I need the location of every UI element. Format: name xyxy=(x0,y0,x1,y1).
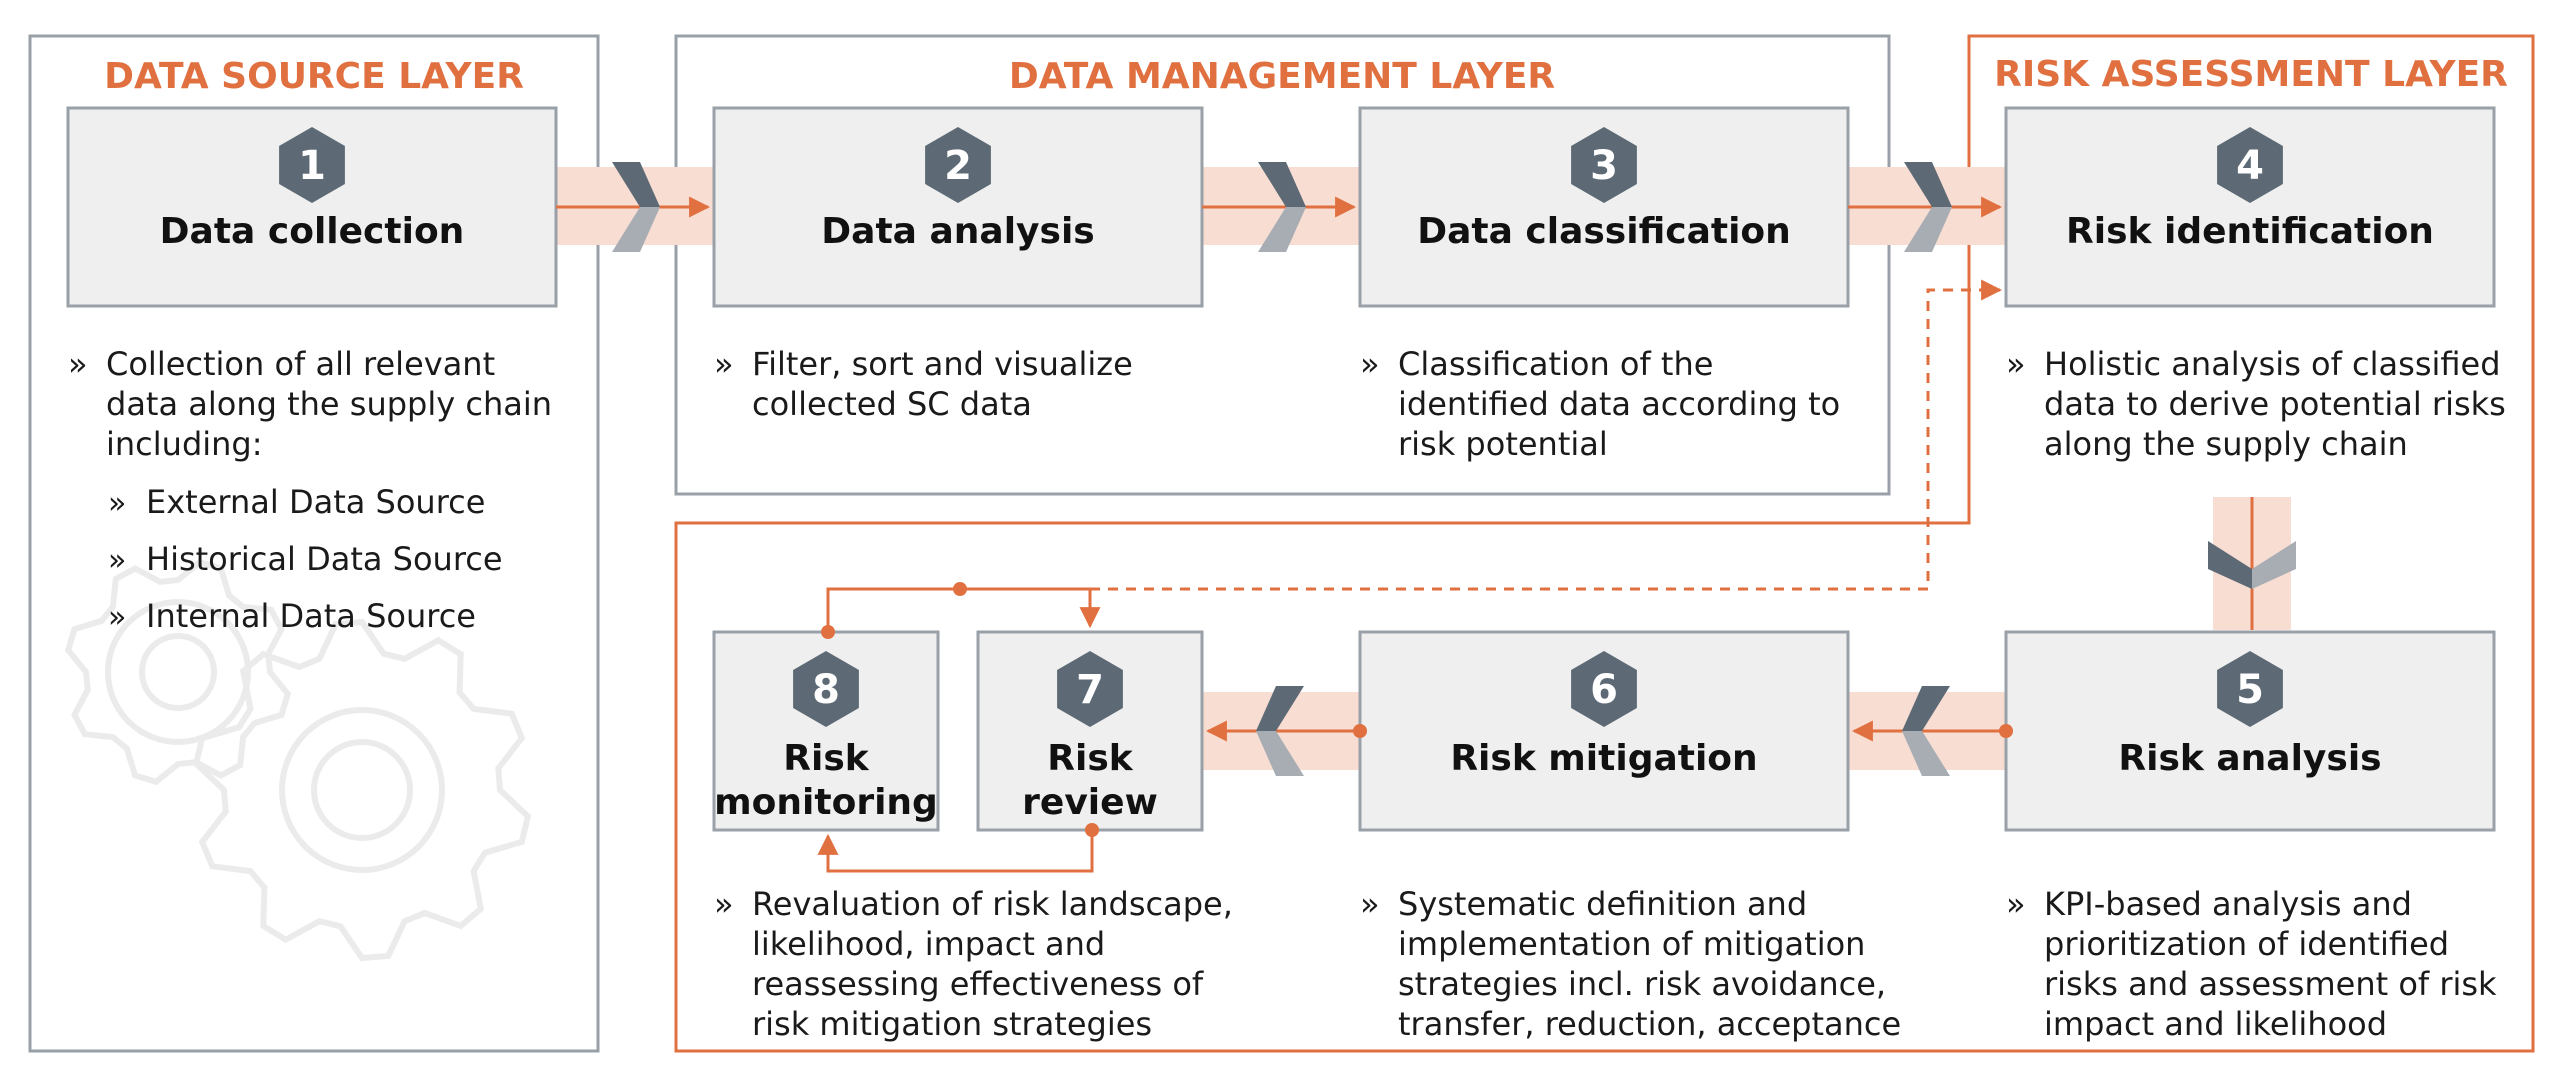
data-source-item: Internal Data Source xyxy=(146,597,476,635)
description-line: data along the supply chain xyxy=(106,385,552,423)
step-number-4: 4 xyxy=(2236,143,2264,189)
description-line: Revaluation of risk landscape, xyxy=(752,885,1233,923)
chevron-right-icon xyxy=(1258,162,1306,252)
bullet-marker: » xyxy=(2006,345,2026,383)
bullet-marker: » xyxy=(714,345,734,383)
bullet-marker: » xyxy=(108,543,126,578)
data-source-layer-frame xyxy=(28,34,600,1053)
step-title-5: Risk analysis xyxy=(2118,738,2381,779)
step-title-7-line-2: review xyxy=(1022,782,1158,823)
bullet-marker: » xyxy=(1360,345,1380,383)
description-line: transfer, reduction, acceptance xyxy=(1398,1005,1901,1043)
step-title-3: Data classification xyxy=(1417,211,1791,252)
description-line: implementation of mitigation xyxy=(1398,925,1865,963)
step-number-7: 7 xyxy=(1076,667,1104,713)
step-badge-2: 2 xyxy=(925,127,991,203)
description-line: prioritization of identified xyxy=(2044,925,2449,963)
step-number-8: 8 xyxy=(812,667,840,713)
chevron-right-icon xyxy=(612,162,660,252)
step-number-6: 6 xyxy=(1590,667,1618,713)
description-line: Systematic definition and xyxy=(1398,885,1807,923)
description-line: collected SC data xyxy=(752,385,1032,423)
description-line: Filter, sort and visualize xyxy=(752,345,1133,383)
description-line: reassessing effectiveness of xyxy=(752,965,1204,1003)
description-line: likelihood, impact and xyxy=(752,925,1105,963)
step-badge-1: 1 xyxy=(279,127,345,203)
description-line: risk mitigation strategies xyxy=(752,1005,1152,1043)
step-description-8: » Revaluation of risk landscape,likelihoo… xyxy=(714,885,1233,1043)
layer-title-data-management: DATA MANAGEMENT LAYER xyxy=(1009,56,1555,97)
description-line: along the supply chain xyxy=(2044,425,2408,463)
data-source-item: Historical Data Source xyxy=(146,540,503,578)
description-line: Collection of all relevant xyxy=(106,345,495,383)
layer-title-data-source: DATA SOURCE LAYER xyxy=(104,56,524,97)
description-line: impact and likelihood xyxy=(2044,1005,2387,1043)
description-line: strategies incl. risk avoidance, xyxy=(1398,965,1886,1003)
step-badge-5: 5 xyxy=(2217,651,2283,727)
step-badge-6: 6 xyxy=(1571,651,1637,727)
chevron-left-icon xyxy=(1902,686,1950,776)
bullet-marker: » xyxy=(108,600,126,635)
feedback-to-risk-identification xyxy=(1090,279,2003,591)
chevron-left-icon xyxy=(1256,686,1304,776)
data-source-item: External Data Source xyxy=(146,483,485,521)
bullet-marker: » xyxy=(1360,885,1380,923)
chevron-down-icon xyxy=(2208,541,2296,589)
step-number-1: 1 xyxy=(298,143,326,189)
step-badge-3: 3 xyxy=(1571,127,1637,203)
step-number-2: 2 xyxy=(944,143,972,189)
description-line: Classification of the xyxy=(1398,345,1713,383)
layer-title-risk-assessment: RISK ASSESSMENT LAYER xyxy=(1994,54,2508,95)
description-line: risks and assessment of risk xyxy=(2044,965,2497,1003)
description-line: identified data according to xyxy=(1398,385,1840,423)
step-badge-4: 4 xyxy=(2217,127,2283,203)
step-description-6: » Systematic definition andimplementation… xyxy=(1360,885,1901,1043)
bullet-marker: » xyxy=(2006,885,2026,923)
step-title-6: Risk mitigation xyxy=(1450,738,1757,779)
step-title-1: Data collection xyxy=(160,211,465,252)
loop-7-to-8 xyxy=(817,830,1094,873)
data-management-layer-frame xyxy=(674,34,1891,496)
bullet-marker: » xyxy=(108,486,126,521)
description-line: KPI-based analysis and xyxy=(2044,885,2412,923)
description-line: data to derive potential risks xyxy=(2044,385,2506,423)
risk-assessment-layer-frame xyxy=(674,34,2535,1053)
description-line: risk potential xyxy=(1398,425,1608,463)
bullet-marker: » xyxy=(68,345,88,383)
step-badge-8: 8 xyxy=(793,651,859,727)
description-line: Holistic analysis of classified xyxy=(2044,345,2501,383)
step-title-4: Risk identification xyxy=(2066,211,2434,252)
hexagon-badges: 1 2 3 4 5 6 7 8 xyxy=(279,127,2283,727)
step-badge-7: 7 xyxy=(1057,651,1123,727)
step-number-3: 3 xyxy=(1590,143,1618,189)
step-title-7-line-1: Risk xyxy=(1047,738,1133,779)
bullet-marker: » xyxy=(714,885,734,923)
step-title-8-line-1: Risk xyxy=(783,738,869,779)
description-line: including: xyxy=(106,425,263,463)
chevron-right-icon xyxy=(1904,162,1952,252)
step-title-2: Data analysis xyxy=(821,211,1094,252)
step-title-8-line-2: monitoring xyxy=(714,782,938,823)
step-number-5: 5 xyxy=(2236,667,2264,713)
gear-icon xyxy=(64,558,532,962)
